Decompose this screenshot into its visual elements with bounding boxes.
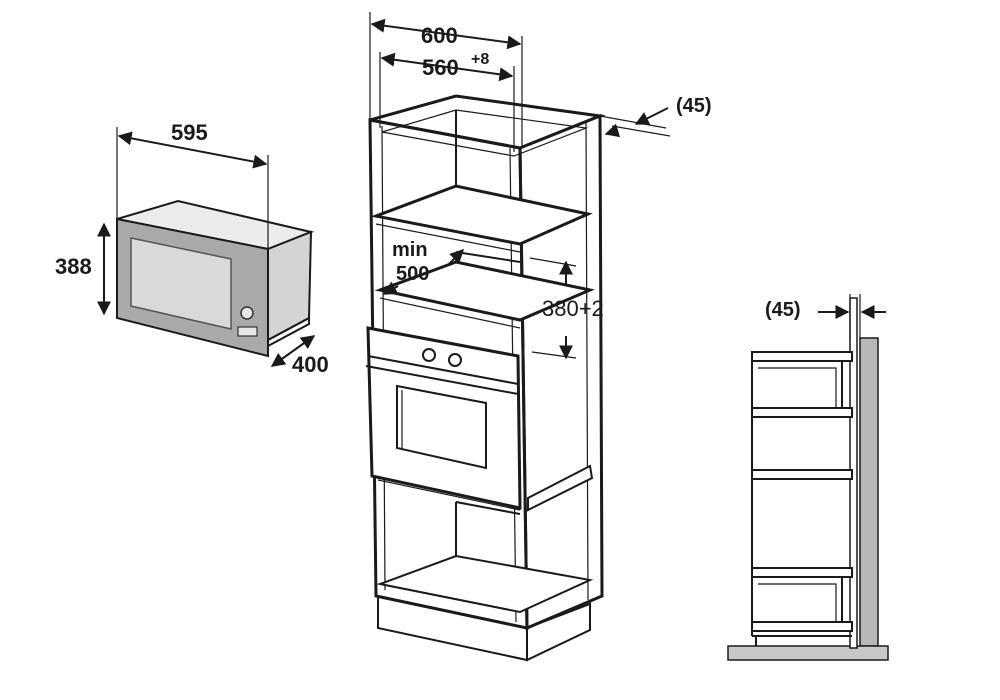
microwave-knob — [240, 306, 254, 320]
microwave-window — [130, 237, 232, 330]
microwave-display — [237, 326, 258, 337]
tall-cabinet — [365, 94, 606, 662]
label-600: 600 — [421, 23, 458, 48]
dimension-595: 595 — [116, 120, 269, 249]
built-in-oven — [365, 326, 522, 510]
label-45-top: (45) — [676, 95, 712, 117]
label-595: 595 — [171, 120, 208, 145]
upper-shelf — [370, 184, 593, 246]
side-section — [727, 297, 889, 661]
label-45-side: (45) — [765, 299, 801, 321]
dimension-45-side: (45) — [765, 294, 886, 340]
dimension-400: 400 — [270, 335, 329, 377]
microwave-side-face — [267, 230, 313, 342]
microwave-unit — [116, 199, 315, 358]
dimension-45-top: (45) — [599, 95, 712, 138]
oven-knob-right — [448, 353, 462, 367]
oven-knob-left — [422, 348, 436, 362]
niche-shelf — [374, 260, 595, 322]
label-400: 400 — [292, 352, 329, 377]
label-min: min — [392, 239, 428, 261]
dimension-560: 560 +8 — [379, 51, 515, 152]
label-560: 560 — [422, 55, 459, 80]
label-380: 380+2 — [542, 296, 604, 321]
cabinet-side-panel — [518, 113, 604, 631]
dimension-388: 388 — [55, 222, 111, 316]
label-388: 388 — [55, 254, 92, 279]
dimension-380: 380+2 — [529, 257, 604, 360]
dimension-min-500: min 500 — [382, 239, 464, 295]
dimension-600: 600 — [369, 12, 523, 148]
oven-window — [396, 384, 487, 470]
label-560-tolerance: +8 — [471, 51, 489, 68]
label-500: 500 — [396, 263, 429, 285]
floor — [727, 645, 889, 661]
wall — [859, 337, 879, 647]
